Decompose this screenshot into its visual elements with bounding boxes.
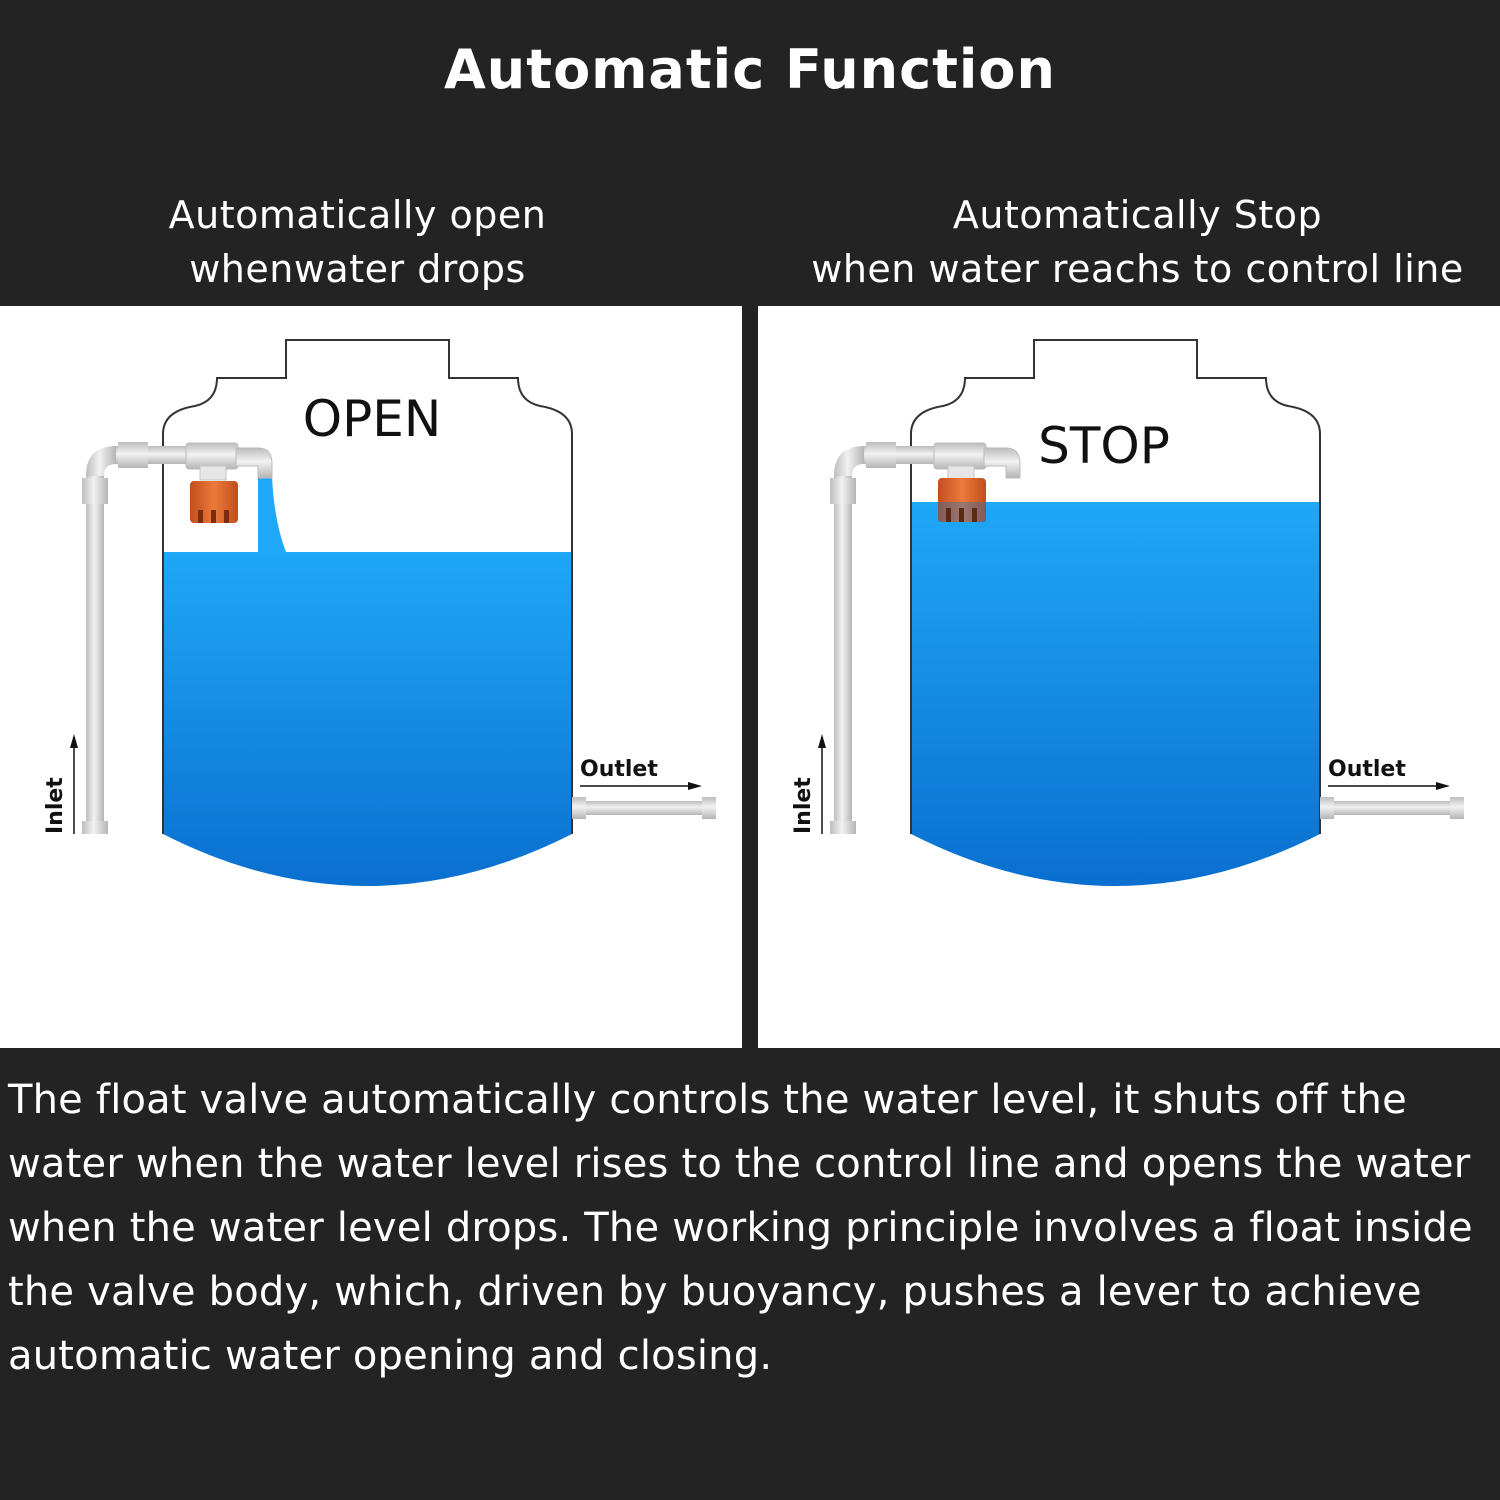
caption-stop-line2: when water reachs to control line [811,247,1464,291]
outlet-pipe [1320,801,1460,815]
caption-open-line2: whenwater drops [189,247,526,291]
tank-outline [910,339,1321,834]
state-label-open: OPEN [303,390,442,448]
water-stream [258,476,286,552]
caption-open: Automatically open whenwater drops [0,188,715,296]
panel-open: OPEN Inlet Outlet [0,306,742,1048]
inlet-pipe-elbow [834,446,864,476]
inlet-pipe-vertical [86,476,104,834]
tank-diagram-stop: STOP Inlet Outlet [791,339,1464,886]
tank-diagram-open: OPEN Inlet Outlet [43,339,716,886]
float-valve [933,442,1021,522]
inlet-label: Inlet [791,777,816,834]
caption-stop-line1: Automatically Stop [952,193,1323,237]
inlet-label: Inlet [43,777,68,834]
outlet-label: Outlet [580,757,658,782]
state-label-stop: STOP [1038,417,1170,475]
panel-stop: STOP Inlet Outlet [758,306,1500,1048]
caption-open-line1: Automatically open [168,193,547,237]
water-body [911,502,1320,886]
page-title: Automatic Function [444,38,1056,101]
inlet-pipe-vertical [834,476,852,834]
caption-stop: Automatically Stop when water reachs to … [775,188,1500,296]
outlet-arrow [1328,782,1450,790]
inlet-arrow [70,734,78,834]
outlet-arrow [580,782,702,790]
description-paragraph: The float valve automatically controls t… [8,1077,1473,1379]
inlet-pipe-elbow [86,446,116,476]
inlet-arrow [818,734,826,834]
water-body [163,552,572,886]
outlet-label: Outlet [1328,757,1406,782]
tank-outline [162,339,573,834]
float-valve [185,442,273,523]
outlet-pipe [572,801,712,815]
